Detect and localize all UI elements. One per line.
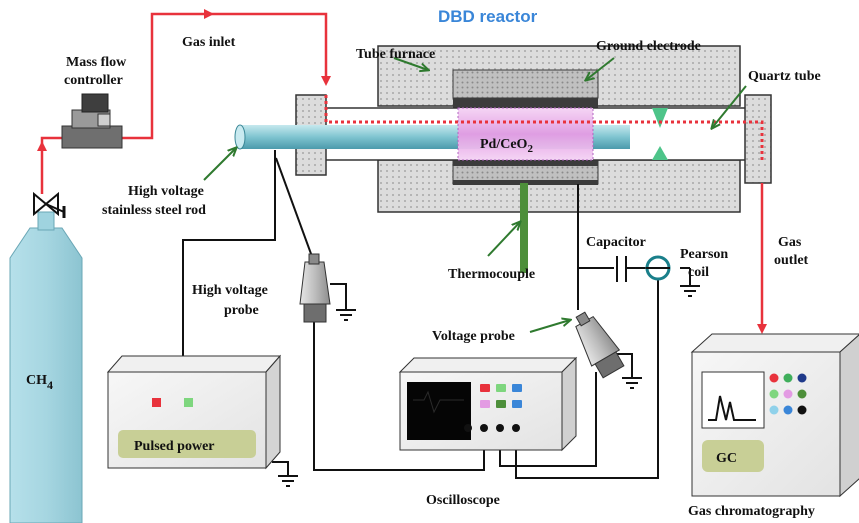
mass-flow-controller [61, 93, 123, 149]
quartz-tube-label: Quartz tube [748, 69, 821, 84]
mfc-label-line1: Mass flow [66, 55, 127, 70]
hv-rod-label-line2: stainless steel rod [102, 203, 206, 218]
gc-label: GC [716, 451, 737, 466]
power-indicator-green [184, 398, 193, 407]
voltage-probe-label: Voltage probe [432, 329, 515, 344]
hv-rod-label-line1: High voltage [128, 184, 204, 199]
pearson-coil [645, 255, 671, 281]
pulsed-power-label: Pulsed power [134, 439, 215, 454]
catalyst-label: Pd/CeO2 [480, 137, 533, 155]
oscilloscope [398, 356, 578, 452]
pulsed-power-supply: Pulsed power [106, 354, 282, 470]
pearson-coil-label-line2: coil [688, 265, 709, 280]
ground-electrode-label: Ground electrode [596, 39, 701, 54]
gas-flow-path [324, 95, 764, 160]
thermocouple-label: Thermocouple [448, 267, 535, 282]
hv-probe-label-line2: probe [224, 303, 259, 318]
voltage-probe [575, 311, 625, 379]
ground-electrode [452, 69, 599, 185]
gas-chromatography-label: Gas chromatography [688, 504, 815, 519]
tube-furnace-label: Tube furnace [356, 47, 435, 62]
thermocouple [520, 183, 528, 273]
valve-icon [33, 191, 66, 218]
oscilloscope-label: Oscilloscope [426, 493, 500, 508]
gas-chromatograph: GC [690, 333, 859, 498]
label-pointers [203, 57, 747, 333]
quartz-wool-plug [652, 108, 668, 160]
high-voltage-probe [299, 253, 331, 323]
gas-outlet-label-line1: Gas [778, 235, 802, 250]
gas-inlet-line [37, 9, 331, 194]
gas-cylinder: CH4 [9, 211, 83, 523]
gas-outlet-label-line2: outlet [774, 253, 809, 268]
diagram-title: DBD reactor [438, 7, 538, 26]
gas-inlet-label: Gas inlet [182, 35, 236, 50]
cylinder-label: CH4 [26, 373, 53, 392]
hv-probe-label-line1: High voltage [192, 283, 268, 298]
power-indicator-red [152, 398, 161, 407]
right-flange [744, 94, 772, 184]
catalyst-bed: Pd/CeO2 [457, 107, 594, 161]
oscilloscope-screen [407, 382, 471, 440]
mfc-label-line2: controller [64, 73, 123, 88]
pearson-coil-label-line1: Pearson [680, 247, 728, 262]
capacitor-label: Capacitor [586, 235, 646, 250]
